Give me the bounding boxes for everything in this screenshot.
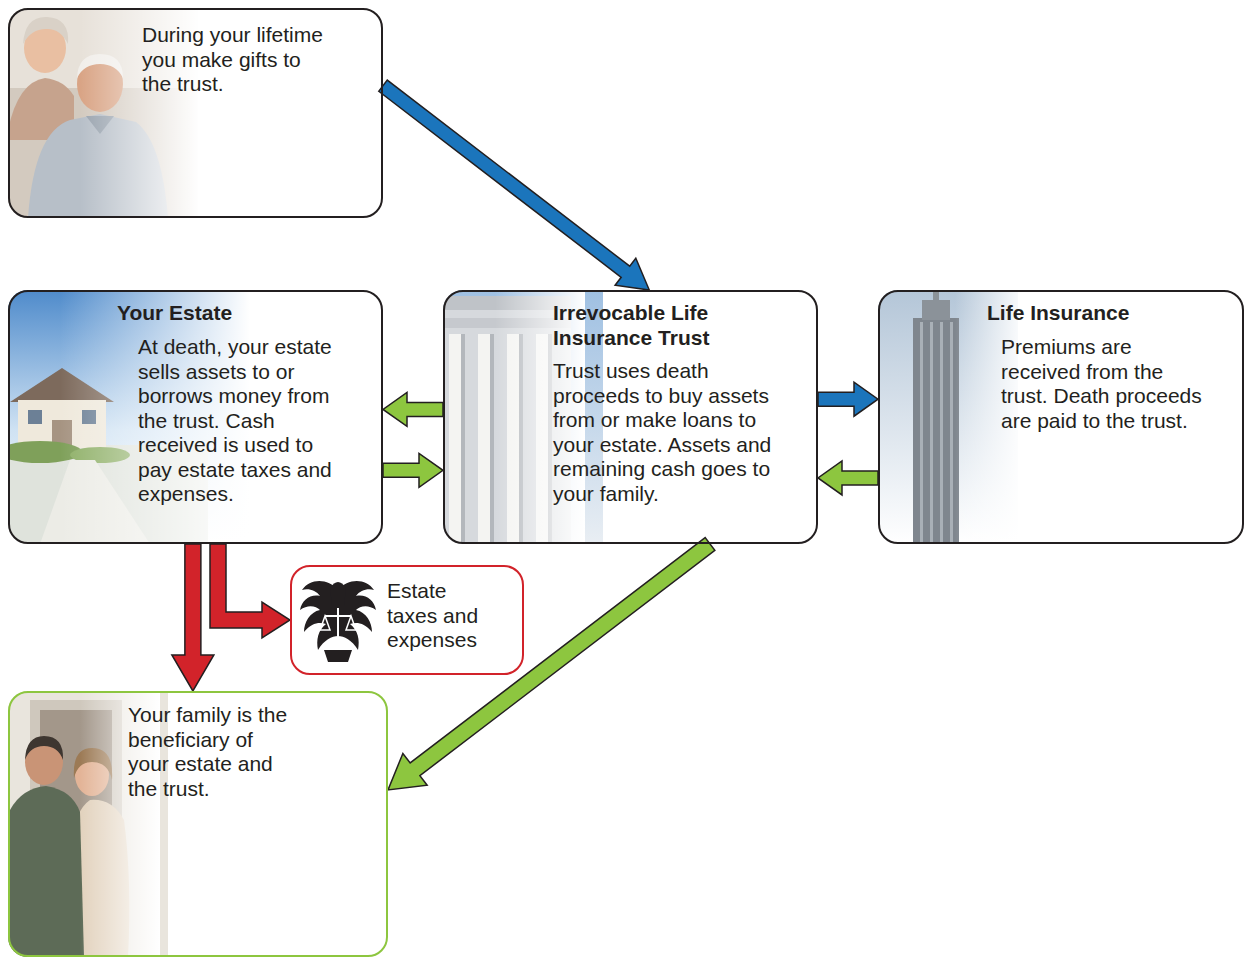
illustration-part (940, 322, 943, 544)
illustration-part (337, 608, 339, 646)
node-title: Life Insurance (987, 301, 1217, 326)
illustration-part (920, 322, 923, 544)
flow-arrow (383, 392, 443, 426)
illustration-part (25, 736, 63, 760)
process-box: Your Estate At death, your estate sells a… (8, 290, 383, 544)
process-box: Estate taxes and expenses (290, 565, 524, 675)
illustration-part (478, 334, 494, 544)
process-box: Your family is the beneficiary of your e… (8, 691, 388, 957)
illustration-part (28, 410, 42, 424)
flow-arrow (818, 461, 878, 495)
illustration-part (23, 17, 68, 44)
node-title: Irrevocable Life Insurance Trust (553, 301, 753, 350)
node-text: During your lifetime you make gifts to t… (142, 23, 330, 97)
illustration-part (913, 318, 959, 544)
illustration-part (449, 334, 465, 544)
illustration-part (324, 650, 352, 662)
process-box: Life InsurancePremiums are received from… (878, 290, 1244, 544)
illustration-part (461, 334, 465, 544)
flow-arrow (379, 80, 650, 290)
illustration-part (8, 786, 84, 957)
illustration-part (950, 322, 953, 544)
process-box: Irrevocable Life Insurance TrustTrust us… (443, 290, 818, 544)
node-text: Your family is the beneficiary of your e… (128, 703, 294, 801)
illustration-part (330, 582, 346, 606)
illustration-part (330, 645, 346, 647)
illustration-part (930, 322, 933, 544)
flow-arrow (388, 538, 715, 790)
illustration-part (346, 616, 356, 630)
illustration-part (320, 616, 330, 630)
flow-arrow (383, 453, 443, 487)
node-title: Your Estate (117, 301, 357, 326)
flow-arrow (818, 382, 878, 416)
node-text: Premiums are received from the trust. De… (1001, 335, 1213, 433)
process-box: During your lifetime you make gifts to t… (8, 8, 383, 218)
illustration-part (325, 615, 351, 617)
illustration-part (922, 300, 950, 320)
node-text: At death, your estate sells assets to or… (138, 335, 338, 507)
node-text: Estate taxes and expenses (387, 579, 487, 653)
illustration-part (490, 334, 494, 544)
flow-arrow (172, 544, 214, 691)
node-text: Trust uses death proceeds to buy assets … (553, 359, 793, 506)
irs-eagle-icon (300, 581, 376, 662)
flow-arrow (210, 544, 290, 638)
